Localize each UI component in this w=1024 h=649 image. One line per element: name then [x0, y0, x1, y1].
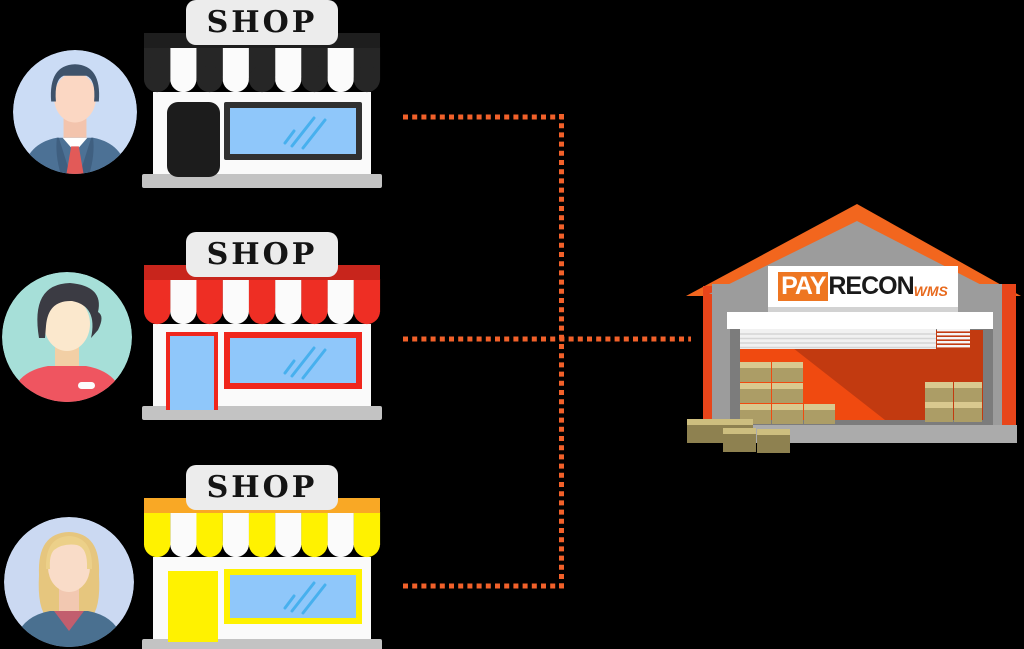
shop-1: SHOP: [142, 0, 382, 190]
hair: [50, 64, 100, 102]
shop-2-sign: SHOP: [186, 232, 338, 277]
pocket: [78, 382, 95, 389]
shop-1-sign: SHOP: [186, 0, 338, 45]
shop-door: [168, 571, 218, 642]
shop-base: [142, 174, 382, 188]
shop-3: SHOP: [142, 465, 382, 649]
shop-2: SHOP: [142, 232, 382, 422]
shop-door: [167, 102, 220, 177]
businessman-avatar-icon: [13, 50, 137, 174]
brand-recon: RECON: [828, 272, 914, 300]
awning-white-stripes: [170, 279, 354, 325]
face: [44, 297, 90, 351]
door-glass: [170, 336, 214, 410]
seller-2: [2, 272, 132, 402]
shirt: [10, 366, 124, 402]
rolling-door: [740, 329, 970, 349]
tie: [66, 146, 84, 174]
shop-1-sign-label: SHOP: [206, 5, 318, 40]
shop-3-sign: SHOP: [186, 465, 338, 510]
neck: [59, 585, 79, 613]
storefront-1-icon: [142, 33, 382, 188]
face: [48, 542, 90, 592]
young-man-avatar-icon: [2, 272, 132, 402]
warehouse-icon: [686, 204, 1021, 453]
brand-wms: WMS: [913, 283, 948, 299]
door-lintel: [727, 312, 993, 329]
glass-reflection: [283, 581, 327, 615]
seller-3: [4, 517, 134, 647]
face: [54, 72, 96, 123]
shop-3-sign-label: SHOP: [206, 470, 318, 505]
awning-accent-stripes: [143, 279, 381, 325]
hair-bangs: [45, 536, 93, 569]
glass-reflection: [283, 346, 327, 380]
brand-pay: PAY: [778, 272, 829, 301]
shirt: [62, 137, 88, 153]
glass-reflection: [283, 116, 327, 150]
blouse: [54, 611, 84, 631]
right-pillar: [1002, 284, 1016, 436]
seller-1: [13, 50, 137, 174]
shop-2-sign-label: SHOP: [206, 237, 318, 272]
awning-white-stripes: [170, 47, 354, 93]
hair: [37, 283, 102, 338]
awning-accent-stripes: [143, 47, 381, 93]
awning-accent-stripes: [143, 512, 381, 558]
awning-white-stripes: [170, 512, 354, 558]
woman-avatar-icon: [4, 517, 134, 647]
